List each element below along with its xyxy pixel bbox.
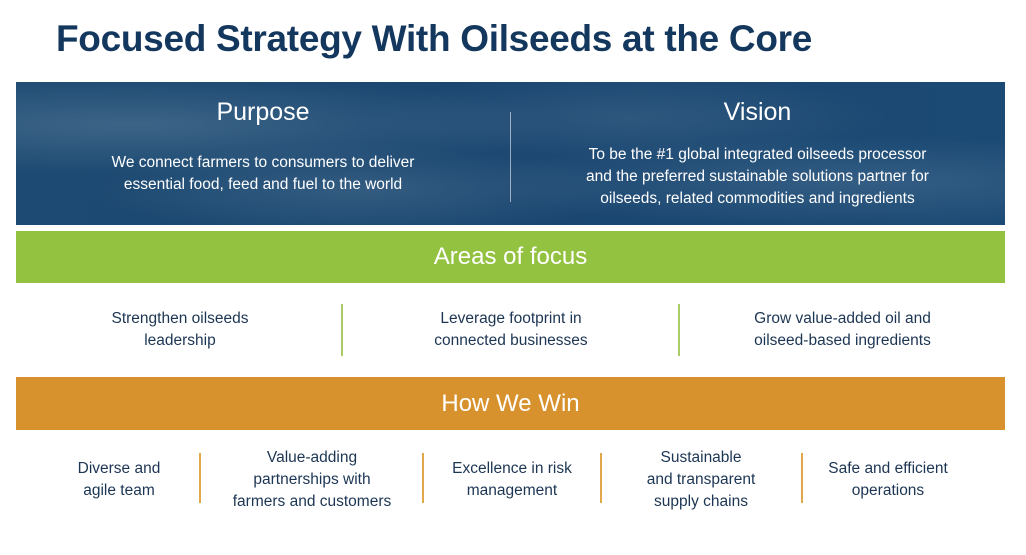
win-item-line: agile team xyxy=(83,482,155,499)
win-item-line: Value-adding xyxy=(266,449,358,466)
win-divider xyxy=(600,453,602,503)
focus-item: Grow value-added oil and oilseed-based i… xyxy=(680,300,1005,360)
purpose-vision-banner: Purpose We connect farmers to consumers … xyxy=(16,82,1005,225)
win-item: Value-adding partnerships with farmers a… xyxy=(202,440,422,520)
focus-item-line: Grow value-added oil and xyxy=(754,310,931,327)
win-item: Excellence in risk management xyxy=(424,440,600,520)
focus-divider xyxy=(341,304,343,356)
focus-item-line: oilseed-based ingredients xyxy=(754,332,931,349)
win-item-line: and transparent xyxy=(646,471,756,488)
purpose-section: Purpose We connect farmers to consumers … xyxy=(16,82,510,225)
win-divider xyxy=(199,453,201,503)
purpose-line: We connect farmers to consumers to deliv… xyxy=(111,154,415,171)
focus-item-line: connected businesses xyxy=(434,332,588,349)
win-item: Sustainable and transparent supply chain… xyxy=(602,440,800,520)
banner-divider xyxy=(510,112,511,202)
win-item-line: partnerships with xyxy=(253,471,371,488)
purpose-heading: Purpose xyxy=(216,98,310,126)
win-divider xyxy=(422,453,424,503)
win-item-line: management xyxy=(466,482,558,499)
vision-line: To be the #1 global integrated oilseeds … xyxy=(588,146,927,163)
areas-of-focus-row: Strengthen oilseeds leadership Leverage … xyxy=(16,300,1005,360)
focus-divider xyxy=(678,304,680,356)
focus-item-line: Leverage footprint in xyxy=(440,310,582,327)
vision-heading: Vision xyxy=(723,98,792,126)
purpose-line: essential food, feed and fuel to the wor… xyxy=(123,176,403,193)
win-divider xyxy=(801,453,803,503)
focus-item: Strengthen oilseeds leadership xyxy=(16,300,344,360)
focus-item: Leverage footprint in connected business… xyxy=(344,300,678,360)
win-item-line: Diverse and xyxy=(77,460,161,477)
win-item-line: operations xyxy=(851,482,925,499)
purpose-statement: We connect farmers to consumers to deliv… xyxy=(16,152,510,196)
focus-item-line: leadership xyxy=(144,332,216,349)
vision-section: Vision To be the #1 global integrated oi… xyxy=(510,82,1005,225)
how-we-win-bar: How We Win xyxy=(16,377,1005,430)
win-item-line: Safe and efficient xyxy=(828,460,948,477)
win-item: Safe and efficient operations xyxy=(803,440,973,520)
areas-of-focus-bar: Areas of focus xyxy=(16,231,1005,283)
win-item-line: Sustainable xyxy=(660,449,742,466)
win-item-line: Excellence in risk xyxy=(452,460,572,477)
vision-line: and the preferred sustainable solutions … xyxy=(586,168,929,185)
page-title: Focused Strategy With Oilseeds at the Co… xyxy=(56,18,813,59)
win-item-line: supply chains xyxy=(654,493,748,510)
how-we-win-row: Diverse and agile team Value-adding part… xyxy=(16,440,1005,520)
vision-line: oilseeds, related commodities and ingred… xyxy=(600,190,915,207)
focus-item-line: Strengthen oilseeds xyxy=(111,310,249,327)
win-item-line: farmers and customers xyxy=(232,493,392,510)
vision-statement: To be the #1 global integrated oilseeds … xyxy=(510,144,1005,210)
win-item: Diverse and agile team xyxy=(16,440,222,520)
